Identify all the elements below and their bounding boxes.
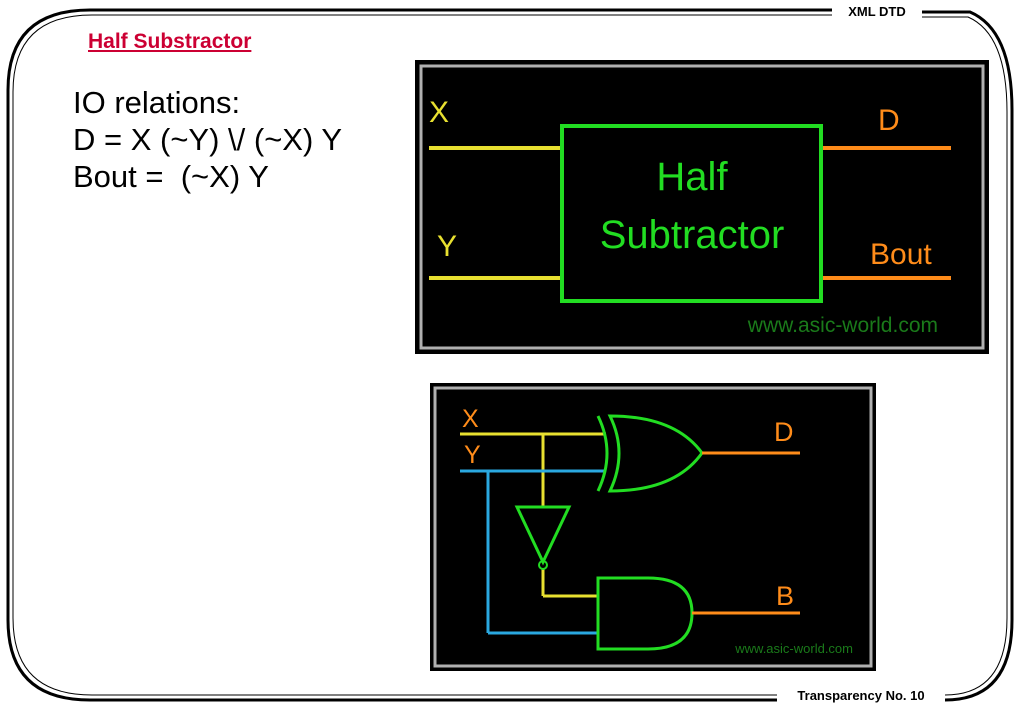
box-label-line2: Subtractor — [600, 213, 785, 257]
xor-gate-inner-arc — [596, 415, 609, 492]
label-bout: Bout — [870, 238, 932, 271]
io-relations: IO relations: D = X (~Y) \/ (~X) Y Bout … — [73, 84, 342, 195]
io-heading: IO relations: — [73, 85, 241, 120]
label-x: X — [429, 96, 449, 129]
half-subtractor-block-diagram: X Y D Bout Half Subtractor www.asic-worl… — [415, 60, 989, 354]
label-d: D — [878, 104, 900, 137]
label-d: D — [774, 417, 794, 447]
block-watermark: www.asic-world.com — [747, 314, 938, 337]
not-gate-bubble — [538, 560, 548, 570]
not-gate — [514, 505, 572, 566]
gate-watermark: www.asic-world.com — [734, 641, 853, 656]
slide-title: Half Substractor — [88, 30, 252, 53]
io-equation-d: D = X (~Y) \/ (~X) Y — [73, 122, 343, 157]
block-panel-border — [419, 64, 985, 350]
half-subtractor-box — [560, 124, 823, 303]
header-tag: XML DTD — [832, 4, 922, 19]
gate-panel-border — [433, 386, 873, 668]
and-gate — [596, 576, 694, 651]
label-y: Y — [464, 441, 481, 469]
io-equation-bout: Bout = (~X) Y — [73, 159, 269, 194]
footer-tag: Transparency No. 10 — [777, 688, 945, 703]
label-x: X — [462, 405, 479, 433]
gate-panel — [430, 383, 876, 671]
box-label-line1: Half — [656, 155, 728, 199]
label-y: Y — [437, 230, 457, 263]
xor-gate — [607, 414, 704, 493]
half-subtractor-gate-diagram: X Y D B www.asic-world.com — [430, 383, 876, 671]
block-panel — [415, 60, 989, 354]
label-b: B — [776, 581, 794, 611]
